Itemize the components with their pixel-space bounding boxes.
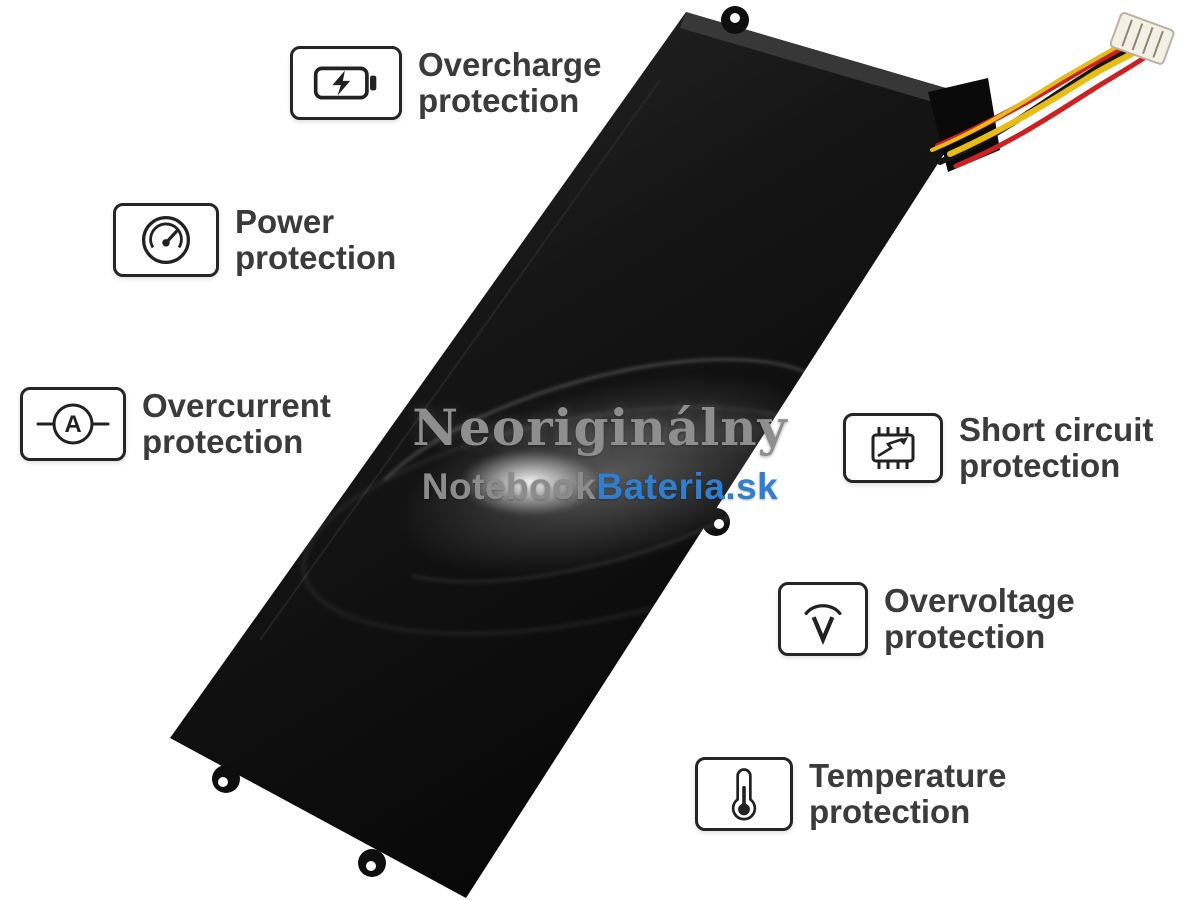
- feature-short-circuit: Short circuit protection: [843, 412, 1153, 483]
- feature-power: Power protection: [113, 203, 396, 277]
- mounting-tab: [358, 849, 386, 877]
- feature-overvoltage: Overvoltage protection: [778, 582, 1075, 656]
- wire-tape: [928, 78, 1000, 172]
- battery-charge-icon: [313, 66, 377, 100]
- feature-line1: Overcharge: [418, 46, 602, 84]
- feature-line1: Short circuit: [959, 411, 1154, 448]
- voltage-arc-icon: [804, 604, 842, 645]
- chip-short-icon: [871, 426, 915, 469]
- feature-temperature: Temperature protection: [695, 757, 1006, 831]
- mounting-tab: [721, 6, 749, 34]
- feature-label: Short circuit protection: [959, 412, 1153, 483]
- thermometer-icon: [695, 757, 793, 831]
- chip-short-icon: [843, 412, 943, 483]
- power-gauge-icon: [113, 203, 219, 277]
- battery-charge-icon: [290, 46, 402, 120]
- power-gauge-icon: [141, 215, 191, 265]
- ammeter-icon: A: [36, 403, 110, 445]
- voltage-arc-icon: [778, 582, 868, 656]
- mounting-tab: [212, 765, 240, 793]
- feature-line1: Power: [235, 203, 335, 241]
- feature-line1: Temperature: [809, 757, 1007, 795]
- svg-text:A: A: [64, 411, 81, 438]
- battery-edge-highlight: [680, 12, 980, 114]
- feature-label: Overcharge protection: [418, 47, 601, 118]
- feature-line1: Overvoltage: [884, 582, 1075, 620]
- feature-overcurrent: A Overcurrent protection: [20, 387, 331, 461]
- feature-line1: Overcurrent: [142, 387, 331, 425]
- feature-line2: protection: [235, 239, 397, 276]
- feature-line2: protection: [809, 793, 971, 830]
- feature-label: Overvoltage protection: [884, 583, 1075, 654]
- feature-line2: protection: [884, 618, 1046, 655]
- feature-overcharge: Overcharge protection: [290, 46, 601, 120]
- wire-yellow: [930, 42, 1124, 152]
- connector: [1109, 12, 1175, 65]
- feature-label: Temperature protection: [809, 758, 1006, 829]
- watermark-site-part2: Bateria.sk: [596, 466, 779, 507]
- ammeter-icon: A: [20, 387, 126, 461]
- feature-line2: protection: [142, 423, 304, 460]
- thermometer-icon: [731, 768, 757, 821]
- feature-line2: protection: [959, 446, 1121, 484]
- feature-label: Overcurrent protection: [142, 388, 331, 459]
- watermark-site-part1: Notebook: [421, 466, 597, 507]
- feature-line2: protection: [418, 82, 580, 119]
- feature-label: Power protection: [235, 204, 396, 275]
- mounting-tab: [702, 508, 730, 536]
- battery-seam: [259, 79, 661, 641]
